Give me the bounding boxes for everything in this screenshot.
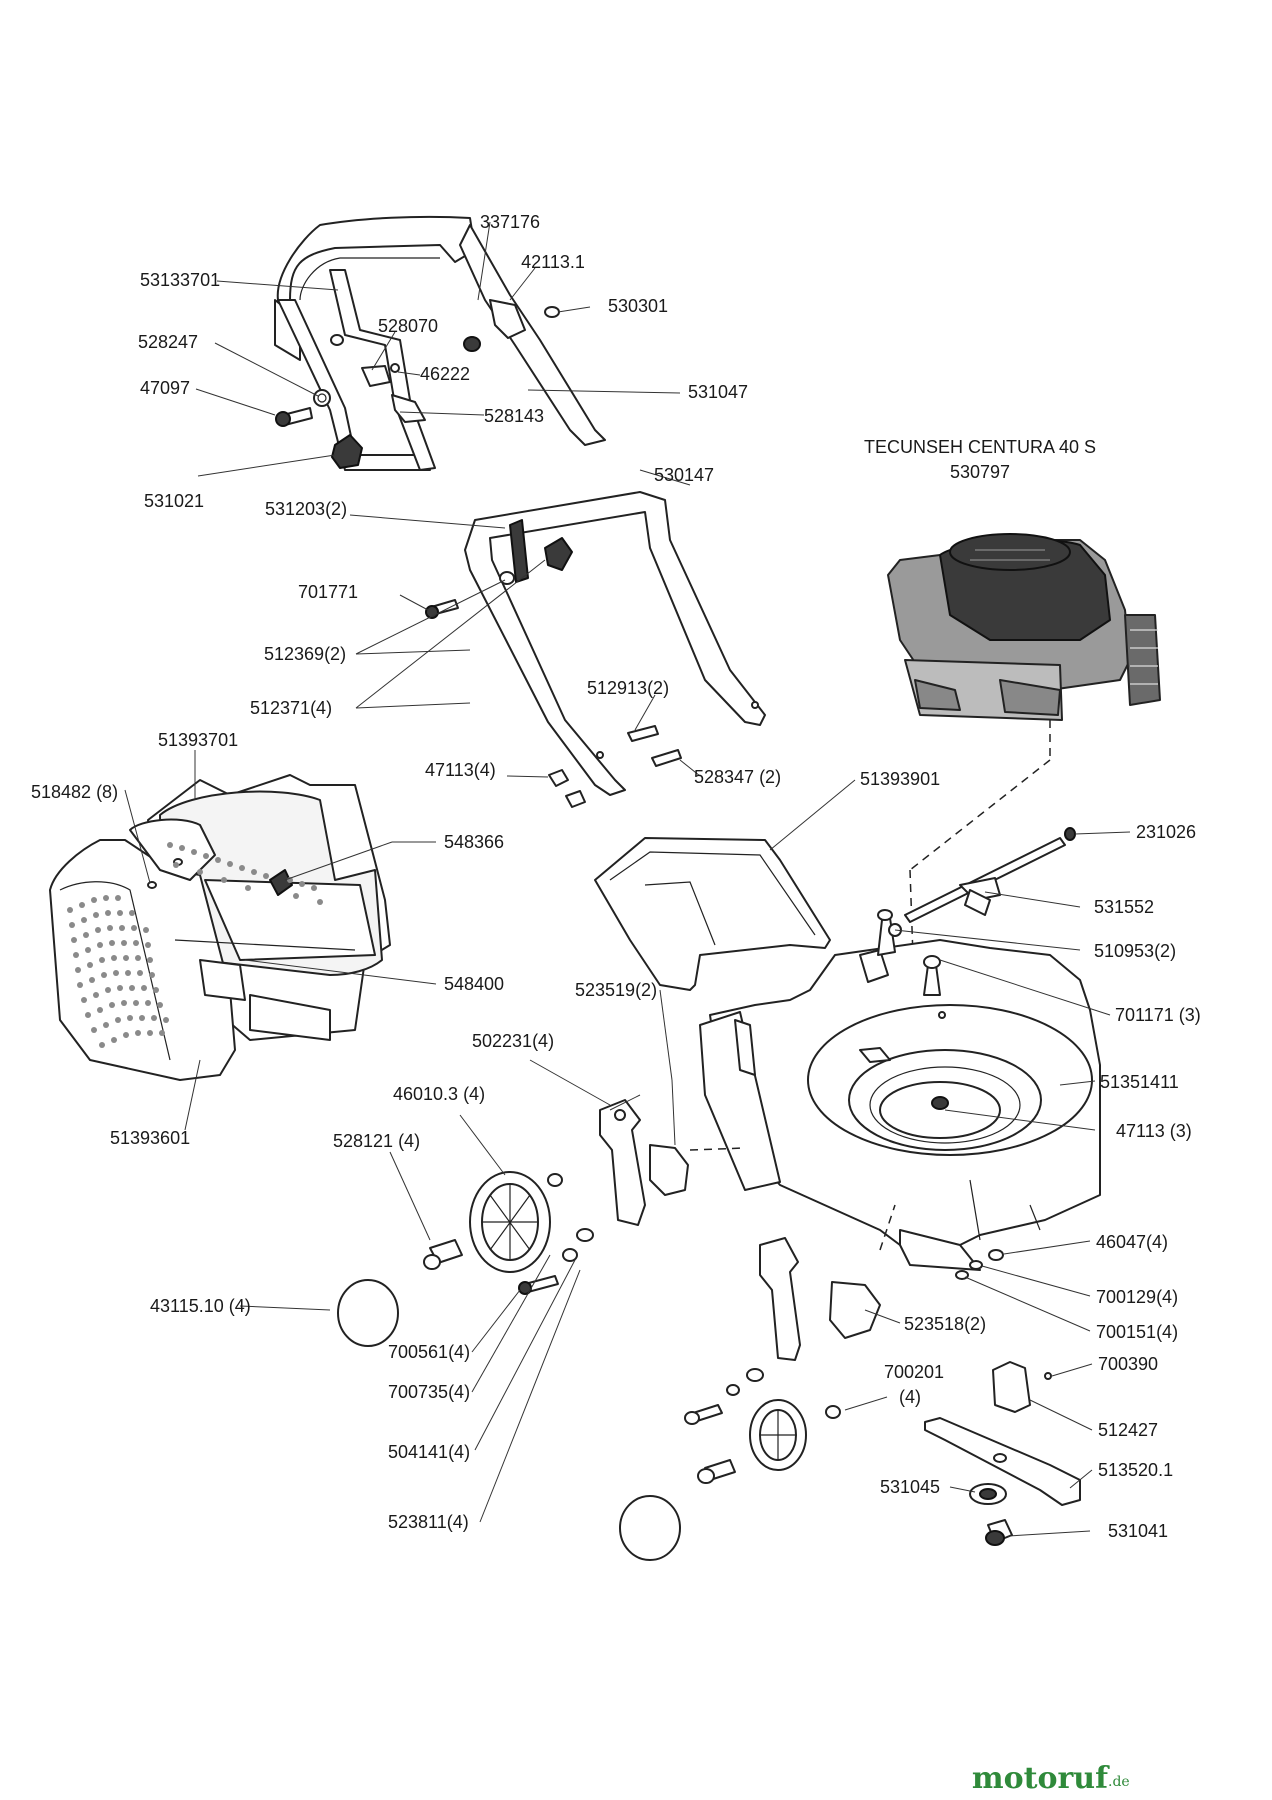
label-701171: 701171 (3) — [1115, 1005, 1201, 1025]
label-531045: 531045 — [880, 1477, 940, 1497]
label-531021: 531021 — [144, 491, 204, 511]
label-528121: 528121 (4) — [333, 1131, 420, 1151]
watermark-brand: motoruf — [972, 1761, 1110, 1796]
watermark-tld: .de — [1108, 1774, 1130, 1790]
engine-number: 530797 — [950, 462, 1010, 482]
label-700201-qty: (4) — [899, 1387, 921, 1407]
label-531552: 531552 — [1094, 897, 1154, 917]
label-47113-3: 47113 (3) — [1116, 1121, 1192, 1141]
label-51393701: 51393701 — [158, 730, 238, 750]
leader-lines — [124, 221, 1131, 1537]
label-700390: 700390 — [1098, 1354, 1158, 1374]
label-530147: 530147 — [654, 465, 714, 485]
label-700151: 700151(4) — [1096, 1322, 1178, 1342]
label-510953: 510953(2) — [1094, 941, 1176, 961]
label-337176: 337176 — [480, 212, 540, 232]
label-700561: 700561(4) — [388, 1342, 470, 1362]
watermark-logo: motoruf .de — [972, 1761, 1130, 1796]
label-700201: 700201 — [884, 1362, 944, 1382]
label-51393901: 51393901 — [860, 769, 940, 789]
label-700129: 700129(4) — [1096, 1287, 1178, 1307]
label-531203: 531203(2) — [265, 499, 347, 519]
label-512913: 512913(2) — [587, 678, 669, 698]
wheel-assembly-left — [337, 1099, 689, 1347]
label-504141: 504141(4) — [388, 1442, 470, 1462]
label-51351411: 51351411 — [1100, 1072, 1179, 1092]
blade-assembly — [924, 1361, 1081, 1546]
engine-title: TECUNSEH CENTURA 40 S — [864, 437, 1096, 457]
label-512369: 512369(2) — [264, 644, 346, 664]
label-512427: 512427 — [1098, 1420, 1158, 1440]
rear-flap — [594, 837, 831, 991]
label-51393601: 51393601 — [110, 1128, 190, 1148]
grass-catcher — [49, 774, 391, 1081]
upper-handle-fittings — [275, 299, 560, 469]
label-46010-3: 46010.3 (4) — [393, 1084, 485, 1104]
mower-deck — [699, 939, 1101, 1271]
label-46222: 46222 — [420, 364, 470, 384]
label-513520-1: 513520.1 — [1098, 1460, 1173, 1480]
label-528070: 528070 — [378, 316, 438, 336]
label-523518: 523518(2) — [904, 1314, 986, 1334]
label-548400: 548400 — [444, 974, 504, 994]
label-512371: 512371(4) — [250, 698, 332, 718]
label-518482: 518482 (8) — [31, 782, 118, 802]
label-531047: 531047 — [688, 382, 748, 402]
label-531041: 531041 — [1108, 1521, 1168, 1541]
label-530301: 530301 — [608, 296, 668, 316]
wheel-assembly-right — [619, 1237, 881, 1561]
label-528347: 528347 (2) — [694, 767, 781, 787]
label-528143: 528143 — [484, 406, 544, 426]
label-47113-4: 47113(4) — [425, 760, 496, 780]
label-42113-1: 42113.1 — [521, 252, 585, 272]
label-528247: 528247 — [138, 332, 198, 352]
label-47097: 47097 — [140, 378, 190, 398]
label-43115-10: 43115.10 (4) — [150, 1296, 251, 1316]
label-701771: 701771 — [298, 582, 358, 602]
label-53133701: 53133701 — [140, 270, 220, 290]
label-231026: 231026 — [1136, 822, 1196, 842]
label-700735: 700735(4) — [388, 1382, 470, 1402]
label-523519: 523519(2) — [575, 980, 657, 1000]
label-523811: 523811(4) — [388, 1512, 469, 1532]
label-548366: 548366 — [444, 832, 504, 852]
label-46047: 46047(4) — [1096, 1232, 1168, 1252]
part-labels: 337176 42113.1 53133701 530301 528070 52… — [31, 212, 1201, 1541]
label-502231: 502231(4) — [472, 1031, 554, 1051]
